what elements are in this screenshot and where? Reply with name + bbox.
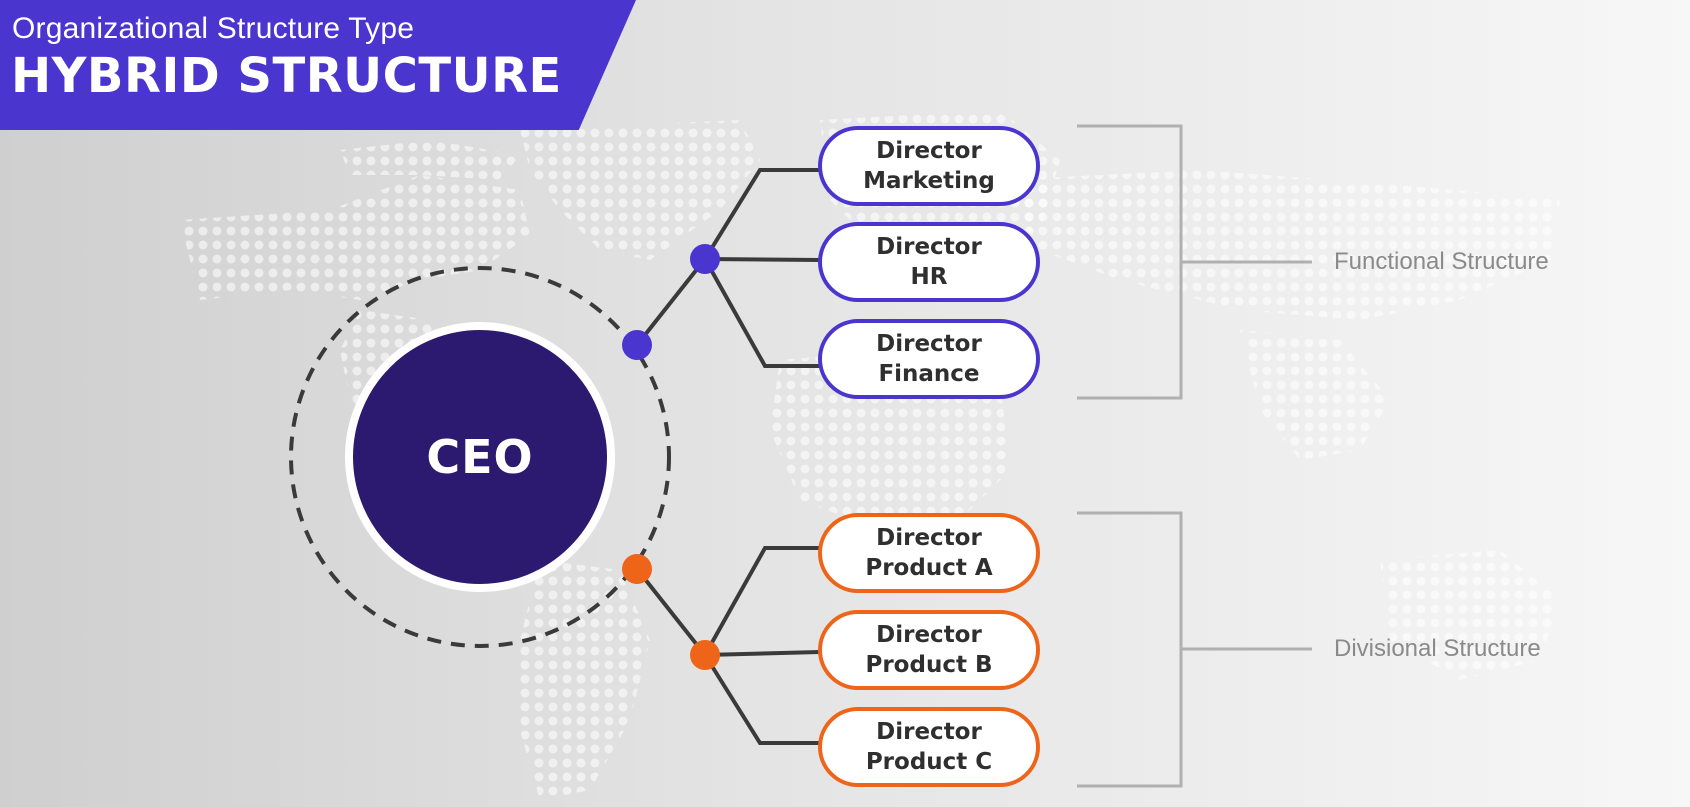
connector-ceo-to-functional-hub [635, 257, 707, 347]
connector-ceo-to-divisional-hub [635, 567, 707, 657]
divisional-hub-node [690, 640, 720, 670]
divisional-structure-label: Divisional Structure [1334, 635, 1541, 662]
connector-to-director-finance [703, 258, 820, 368]
functional-structure-label: Functional Structure [1334, 248, 1549, 275]
director-finance-line2: Finance [878, 361, 980, 387]
director-product-a-box: Director Product A [818, 513, 1040, 593]
header-banner [0, 0, 636, 130]
director-marketing-line2: Marketing [863, 168, 995, 194]
director-product-b-line1: Director [876, 622, 982, 648]
connector-to-director-marketing [703, 168, 820, 261]
director-product-c-line1: Director [876, 719, 982, 745]
director-finance-box: Director Finance [818, 319, 1040, 399]
director-hr-line1: Director [876, 234, 982, 260]
functional-bracket [1077, 124, 1312, 400]
director-product-a-line2: Product A [865, 555, 993, 581]
director-hr-line2: HR [910, 264, 948, 290]
director-product-c-line2: Product C [865, 749, 993, 775]
functional-connectors [635, 168, 821, 368]
director-hr-box: Director HR [818, 222, 1040, 302]
connector-to-director-product-c [703, 653, 820, 745]
functional-ring-node [622, 330, 652, 360]
functional-hub-node [690, 244, 720, 274]
director-product-b-line2: Product B [865, 652, 993, 678]
connector-to-director-hr [704, 257, 821, 262]
divisional-connectors [635, 546, 821, 745]
header-title: HYBRID STRUCTURE [11, 48, 562, 104]
director-marketing-line1: Director [876, 138, 982, 164]
divisional-ring-node [622, 554, 652, 584]
connector-to-director-product-b [704, 650, 821, 657]
director-product-c-box: Director Product C [818, 707, 1040, 787]
ceo-dashed-ring [289, 266, 671, 648]
ceo-node: CEO [345, 322, 615, 592]
director-marketing-box: Director Marketing [818, 126, 1040, 206]
director-product-b-box: Director Product B [818, 610, 1040, 690]
director-product-a-line1: Director [876, 525, 982, 551]
connector-to-director-product-a [703, 546, 820, 656]
header-subtitle: Organizational Structure Type [12, 12, 415, 45]
divisional-bracket [1077, 511, 1312, 788]
director-finance-line1: Director [876, 331, 982, 357]
